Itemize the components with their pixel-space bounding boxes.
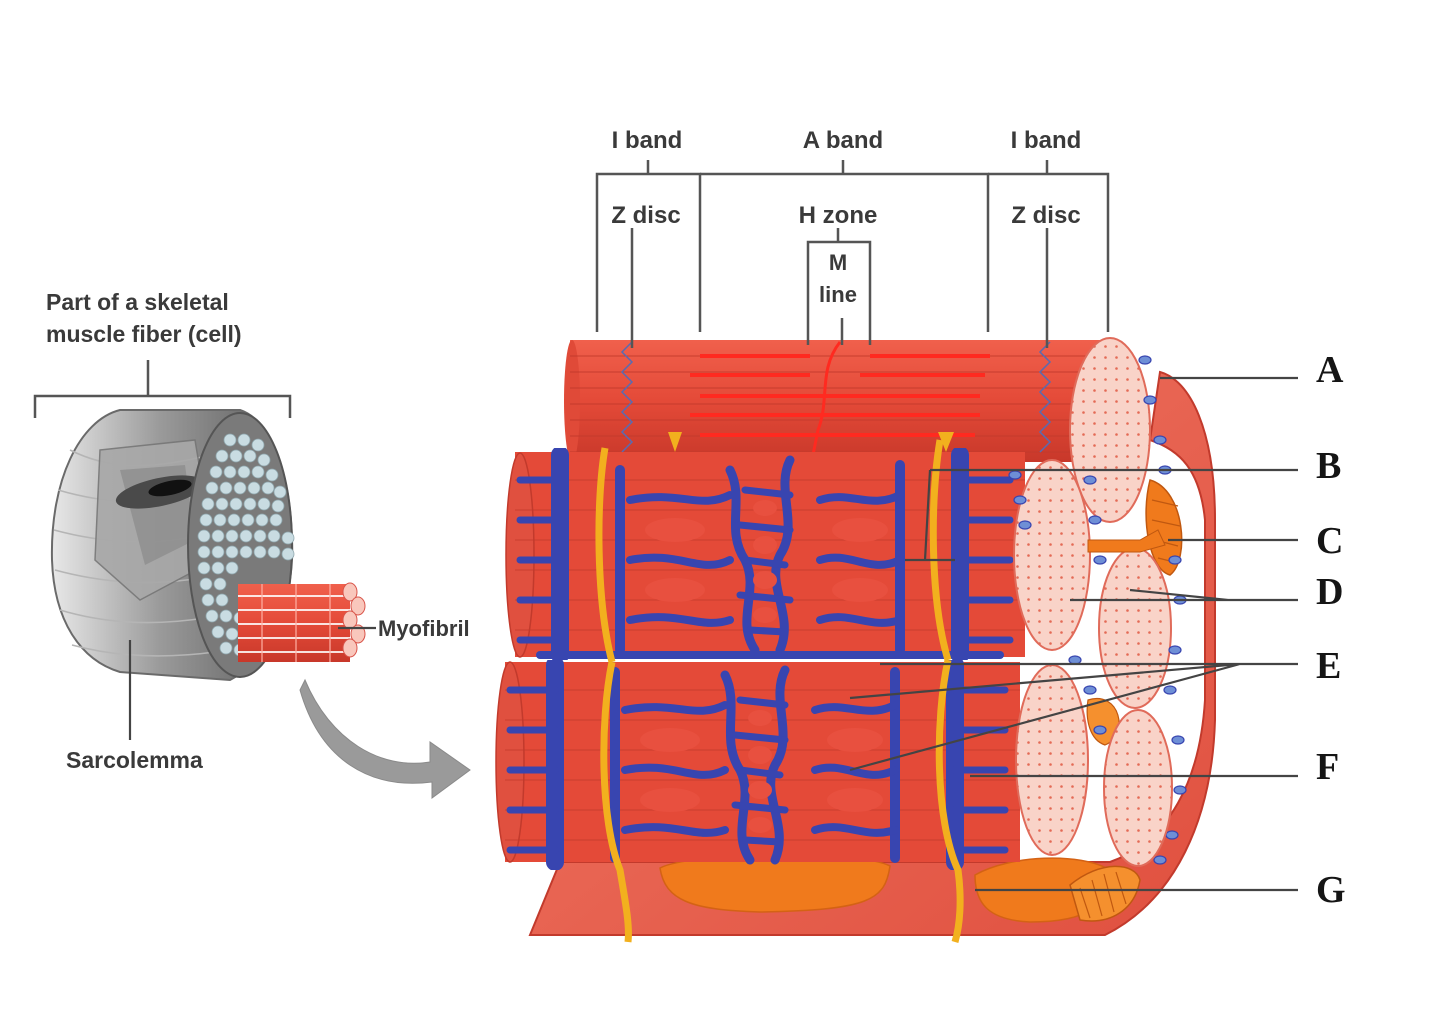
m-line-label-line1: M — [829, 250, 847, 275]
letter-leaders — [849, 376, 1298, 892]
z-disc-right-line — [1038, 341, 1052, 453]
letter-f: F — [1316, 746, 1339, 788]
z-disc-left-label: Z disc — [611, 202, 680, 229]
m-line-mark — [810, 341, 842, 461]
myofibril-middle — [505, 355, 1187, 865]
fiber-label-line2: muscle fiber (cell) — [46, 321, 242, 347]
myofibril-end-face — [1103, 709, 1173, 867]
leader-b-triad — [905, 469, 955, 562]
letter-d: D — [1316, 571, 1343, 613]
z-disc-left-line — [620, 341, 634, 453]
muscle-fiber-illustration — [33, 360, 471, 799]
i-band-left-label: I band — [612, 127, 683, 154]
sarcoplasmic-reticulum-bottom — [506, 660, 1009, 870]
myofibril-label: Myofibril — [378, 616, 470, 641]
t-tubule-middle-left — [595, 447, 616, 663]
t-tubule-bottom-left — [600, 661, 632, 943]
text-labels: I band A band I band Z disc H zone M lin… — [46, 127, 1346, 911]
m-line-label-line2: line — [819, 282, 857, 307]
myofibril-bundle — [238, 582, 366, 662]
magnify-arrow — [299, 678, 471, 799]
sarcoplasmic-reticulum-middle — [516, 448, 1014, 660]
t-tubule-junction — [1087, 529, 1166, 553]
letter-e: E — [1316, 645, 1341, 687]
myofibril-end-face — [1015, 664, 1089, 856]
fiber-bracket — [33, 360, 292, 418]
h-zone-label: H zone — [799, 202, 878, 229]
myofibril-end-face — [1098, 547, 1172, 709]
band-brackets — [595, 160, 1110, 348]
leader-e — [849, 662, 1298, 772]
terminal-cisternae — [1008, 355, 1187, 865]
t-tubule-middle-right — [929, 439, 952, 662]
leader-d — [1070, 588, 1298, 602]
z-disc-right-label: Z disc — [1011, 202, 1080, 229]
letter-g: G — [1316, 869, 1346, 911]
fiber-label-line1: Part of a skeletal — [46, 289, 229, 315]
sr-gaps — [645, 500, 888, 623]
letter-a: A — [1316, 349, 1344, 391]
myofibril-sr-illustration — [495, 160, 1298, 943]
myofibril-bottom — [495, 659, 1173, 943]
thick-filaments — [690, 354, 990, 437]
a-band-label: A band — [803, 127, 883, 154]
t-tubule-bottom-right — [935, 659, 964, 943]
myofibril-top — [564, 337, 1151, 523]
sarcolemma-sheet — [528, 370, 1216, 936]
sarcolemma-label: Sarcolemma — [66, 747, 203, 773]
i-band-right-label: I band — [1011, 127, 1082, 154]
letter-c: C — [1316, 520, 1343, 562]
letter-b: B — [1316, 445, 1341, 487]
myofibril-end-face — [1013, 459, 1091, 651]
